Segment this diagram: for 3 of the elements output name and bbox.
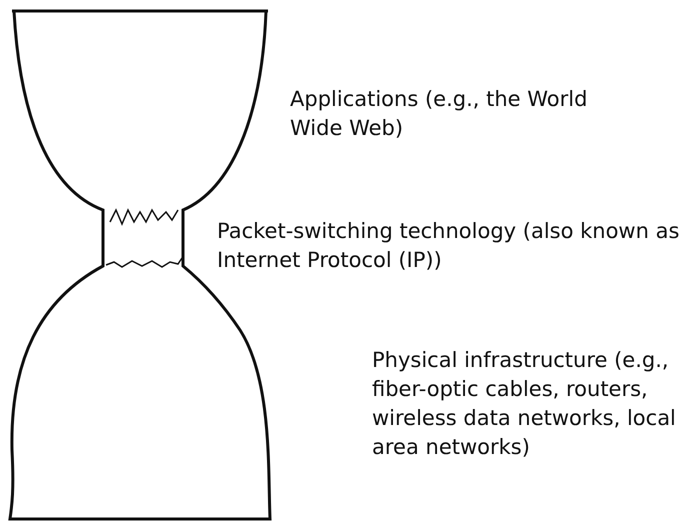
- annotation-text: Applications (e.g., the World Wide Web): [290, 86, 588, 142]
- annotation-text: Packet-switching technology (also known as Internet Protocol (IP)): [217, 218, 680, 274]
- annotation-text: Physical infrastructure (e.g., fiber-optic cables, routers, wireless data networks, local area networks): [372, 347, 677, 461]
